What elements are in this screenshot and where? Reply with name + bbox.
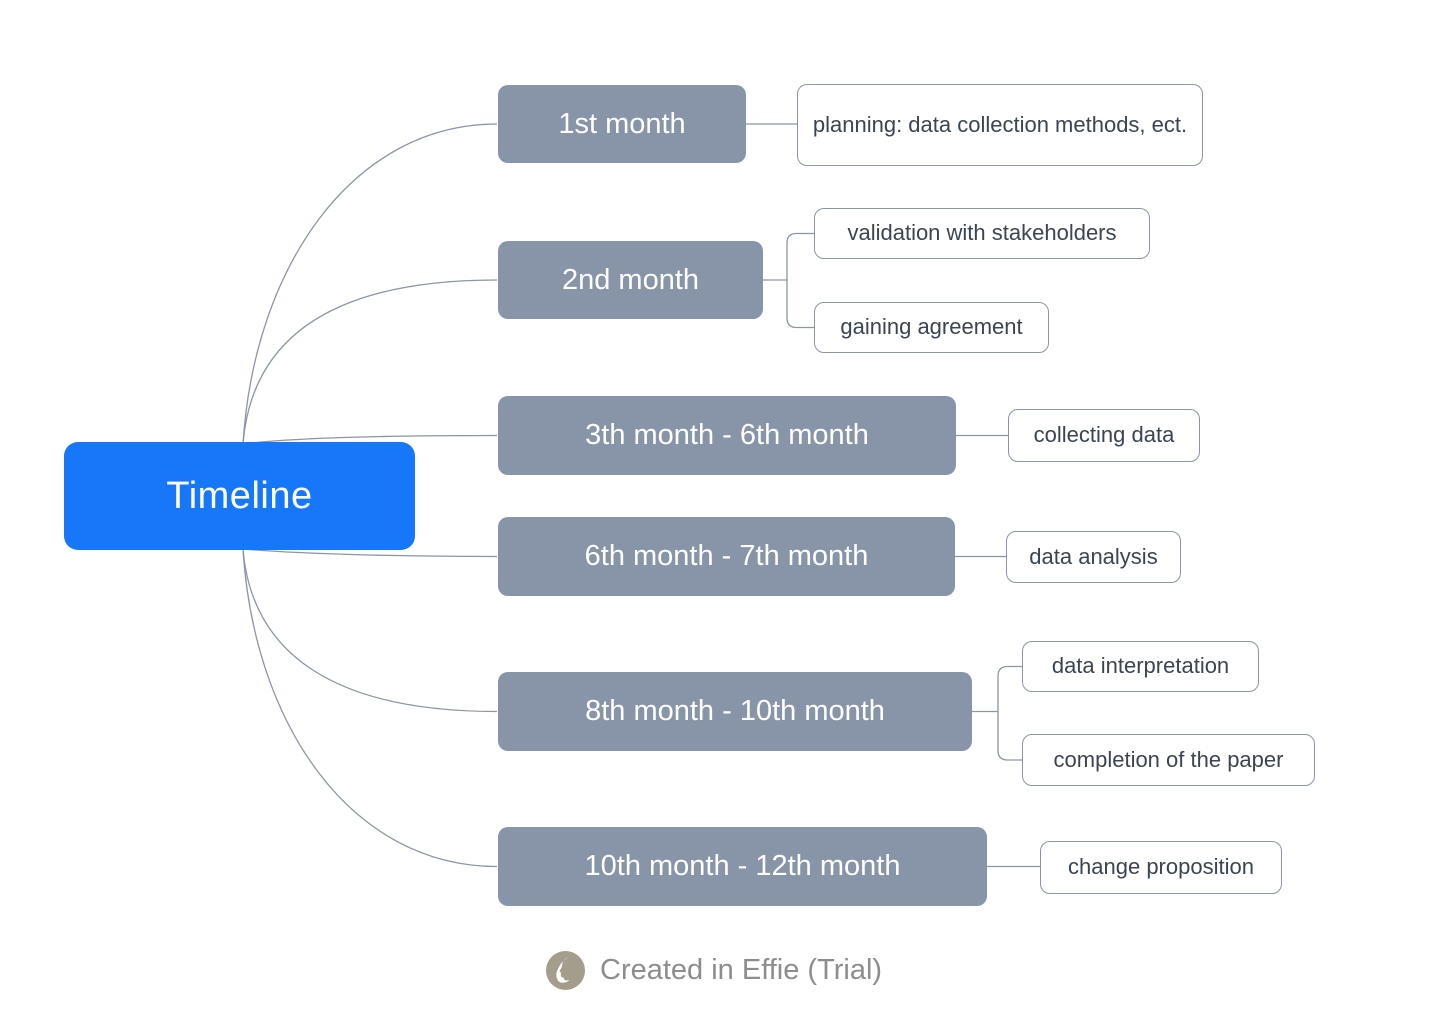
effie-logo-icon bbox=[546, 951, 585, 990]
branch-label: 10th month - 12th month bbox=[584, 850, 901, 882]
edge-2nd-validation bbox=[786, 232, 814, 280]
edge-root-8th-10th bbox=[242, 548, 498, 713]
child-label: planning: data collection methods, ect. bbox=[812, 111, 1188, 137]
child-label: data analysis bbox=[1029, 543, 1158, 569]
child-data-interpretation[interactable]: data interpretation bbox=[1022, 641, 1259, 692]
child-validation-with-stakeholders[interactable]: validation with stakeholders bbox=[814, 208, 1150, 259]
edge-8th-interpretation bbox=[997, 665, 1022, 712]
edge-root-2nd-month bbox=[242, 279, 498, 445]
child-label: data interpretation bbox=[1051, 653, 1230, 679]
branch-label: 3th month - 6th month bbox=[585, 419, 869, 451]
child-change-proposition[interactable]: change proposition bbox=[1040, 841, 1282, 894]
root-node-timeline[interactable]: Timeline bbox=[64, 442, 415, 550]
branch-1st-month[interactable]: 1st month bbox=[498, 85, 746, 163]
child-gaining-agreement[interactable]: gaining agreement bbox=[814, 302, 1049, 353]
watermark-text: Created in Effie (Trial) bbox=[600, 954, 883, 986]
branch-8th-10th-month[interactable]: 8th month - 10th month bbox=[498, 672, 972, 751]
child-collecting-data[interactable]: collecting data bbox=[1008, 409, 1200, 462]
edge-8th-completion bbox=[997, 711, 1022, 761]
edge-root-1st-month bbox=[242, 123, 498, 445]
branch-label: 6th month - 7th month bbox=[584, 540, 869, 572]
edge-root-10th-12th bbox=[242, 548, 498, 868]
child-label: change proposition bbox=[1068, 854, 1254, 880]
edge-2nd-agreement bbox=[786, 280, 814, 329]
branch-6th-7th-month[interactable]: 6th month - 7th month bbox=[498, 517, 955, 596]
child-data-analysis[interactable]: data analysis bbox=[1006, 531, 1181, 583]
child-label: validation with stakeholders bbox=[847, 220, 1117, 246]
branch-label: 1st month bbox=[558, 107, 686, 140]
child-label: completion of the paper bbox=[1053, 746, 1284, 772]
branch-10th-12th-month[interactable]: 10th month - 12th month bbox=[498, 827, 987, 906]
child-planning[interactable]: planning: data collection methods, ect. bbox=[797, 84, 1203, 166]
child-label: gaining agreement bbox=[840, 314, 1023, 340]
child-completion-of-the-paper[interactable]: completion of the paper bbox=[1022, 734, 1315, 786]
edge-root-6th-7th bbox=[242, 548, 498, 558]
root-node-label: Timeline bbox=[166, 474, 313, 517]
branch-2nd-month[interactable]: 2nd month bbox=[498, 241, 763, 319]
watermark: Created in Effie (Trial) bbox=[546, 951, 882, 990]
branch-label: 8th month - 10th month bbox=[585, 695, 885, 727]
branch-label: 2nd month bbox=[561, 263, 700, 296]
branch-3th-6th-month[interactable]: 3th month - 6th month bbox=[498, 396, 956, 475]
child-label: collecting data bbox=[1033, 422, 1175, 448]
